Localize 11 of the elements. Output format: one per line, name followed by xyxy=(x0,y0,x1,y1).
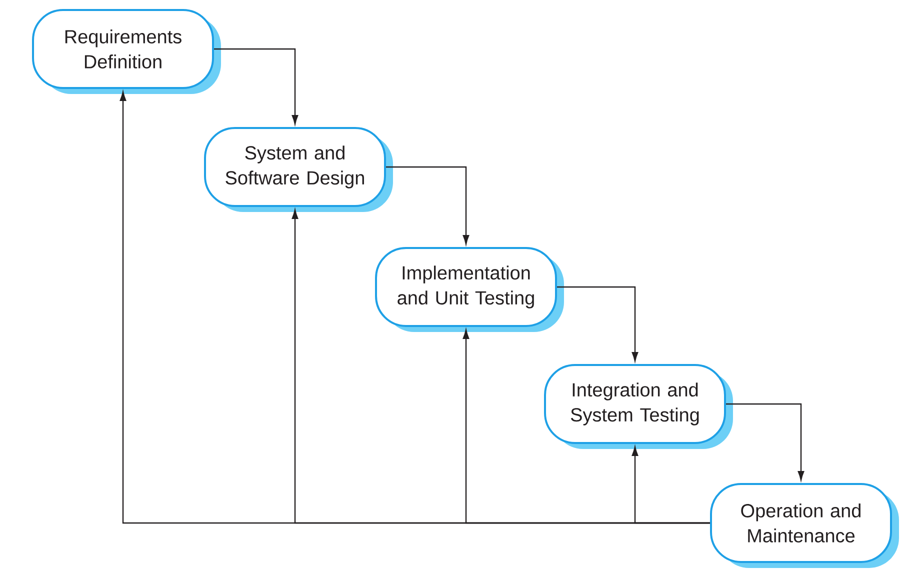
arrow xyxy=(214,48,298,124)
process-box: System and Software Design xyxy=(204,127,393,212)
arrow xyxy=(120,92,710,524)
process-box: Integration and System Testing xyxy=(544,364,733,449)
arrow xyxy=(386,166,470,244)
process-box: Implementation and Unit Testing xyxy=(375,247,564,332)
arrow xyxy=(726,403,804,480)
process-box: Requirements Definition xyxy=(32,9,221,94)
process-box: Operation and Maintenance xyxy=(710,482,899,568)
node-label: Operation and Maintenance xyxy=(741,504,860,542)
arrow xyxy=(557,286,638,362)
